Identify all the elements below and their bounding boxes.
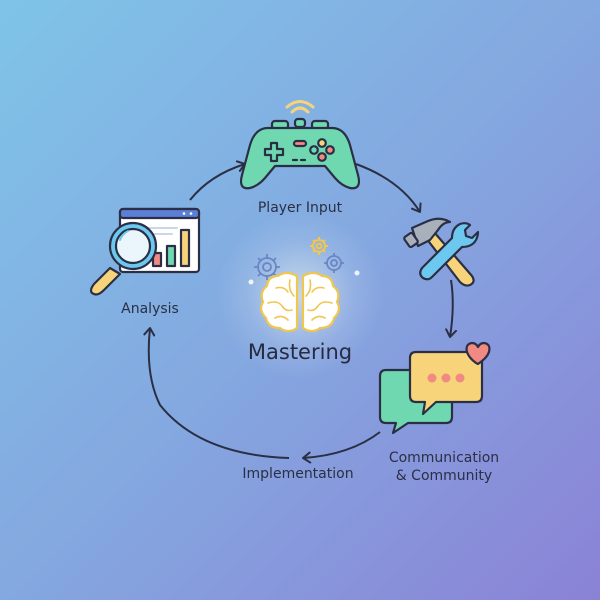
arrow-comm-to-impl (302, 431, 381, 464)
node-label-implementation: Implementation (242, 466, 354, 482)
center-label-mastering: Mastering (247, 340, 353, 364)
arrow-tools-to-comm (445, 279, 458, 338)
node-label-player-input: Player Input (257, 200, 343, 216)
node-label-communication: Communication & Community (370, 449, 518, 485)
node-label-analysis: Analysis (121, 301, 179, 317)
node-label-communication-line1: Communication (388, 450, 500, 466)
center-glow (215, 210, 385, 380)
arrow-analysis-to-input (189, 160, 246, 201)
arrow-input-to-tools (355, 163, 422, 213)
node-label-communication-line2: & Community (395, 468, 493, 484)
arrow-impl-to-analysis (143, 327, 290, 459)
